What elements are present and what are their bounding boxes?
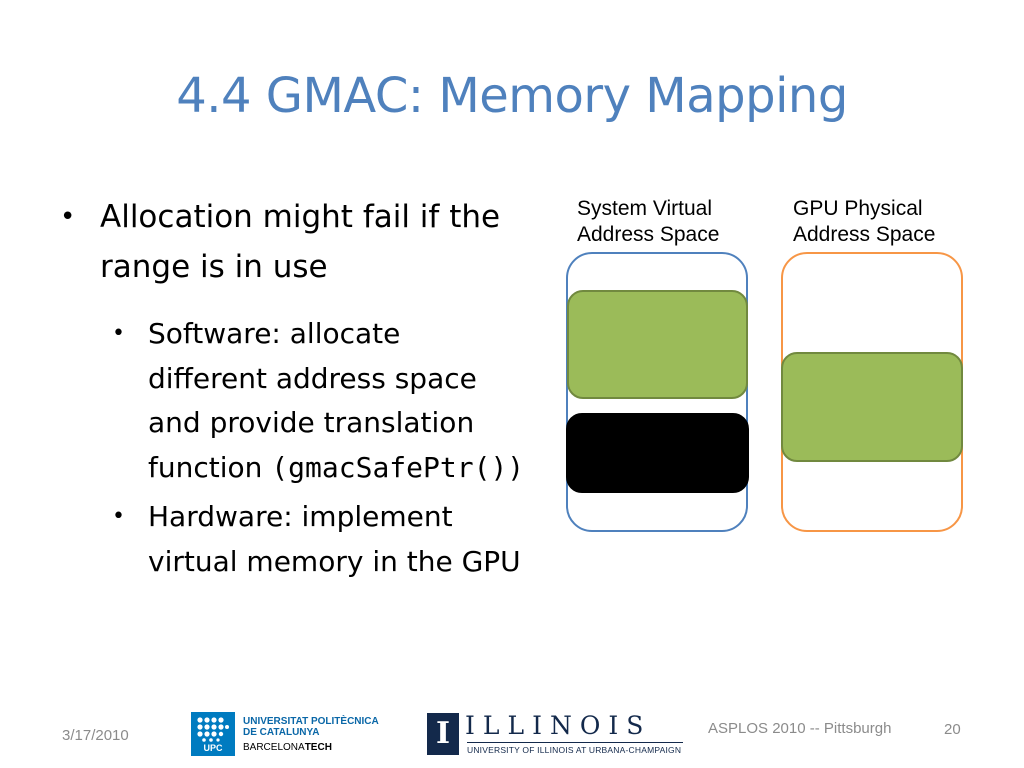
bullet-hardware: • Hardware: implement virtual memory in … [104, 495, 526, 584]
footer-conference: ASPLOS 2010 -- Pittsburgh [708, 720, 892, 737]
upc-line2: DE CATALUNYA [243, 727, 320, 738]
bullet-text: Hardware: implement virtual memory in th… [148, 500, 521, 578]
illinois-logo: I ILLINOIS UNIVERSITY OF ILLINOIS AT URB… [427, 712, 689, 756]
gpu-physical-label: GPU Physical Address Space [793, 197, 936, 246]
upc-dots-icon [197, 717, 229, 742]
bullet-software: • Software: allocate different address s… [104, 312, 526, 490]
bullet-marker: • [112, 321, 125, 346]
system-virtual-label: System Virtual Address Space [577, 197, 720, 246]
upc-line1: UNIVERSITAT POLITÈCNICA [243, 716, 379, 727]
upc-line3-bold: TECH [304, 742, 332, 753]
gpu-allocation-block [781, 352, 963, 462]
illinois-mark-letter: I [435, 716, 451, 751]
bullet-marker: • [112, 504, 125, 529]
upc-logo: UPC UNIVERSITAT POLITÈCNICA DE CATALUNYA… [191, 712, 386, 756]
upc-logo-mark: UPC [191, 712, 235, 756]
illinois-wordmark: ILLINOIS [465, 711, 652, 740]
page-number: 20 [944, 721, 961, 738]
footer-date: 3/17/2010 [62, 727, 129, 744]
bullet-text: Software: allocate different address spa… [148, 317, 477, 484]
upc-mark-text: UPC [203, 743, 223, 753]
system-in-use-range-block [566, 413, 749, 493]
bullet-list: • Allocation might fail if the range is … [56, 192, 526, 584]
code-gmacsafeptr: (gmacSafePtr()) [271, 450, 525, 484]
system-allocation-block [567, 290, 748, 399]
upc-line3-regular: BARCELONA [243, 742, 305, 753]
bullet-allocation: • Allocation might fail if the range is … [56, 192, 526, 292]
illinois-subtitle: UNIVERSITY OF ILLINOIS AT URBANA-CHAMPAI… [467, 742, 683, 755]
upc-line3: BARCELONATECH [243, 742, 379, 753]
bullet-marker: • [60, 202, 76, 232]
illinois-block-i-icon: I [427, 713, 459, 755]
bullet-text: Allocation might fail if the range is in… [100, 199, 501, 285]
upc-logo-text: UNIVERSITAT POLITÈCNICA DE CATALUNYA BAR… [243, 716, 379, 753]
slide-title: 4.4 GMAC: Memory Mapping [176, 68, 848, 124]
